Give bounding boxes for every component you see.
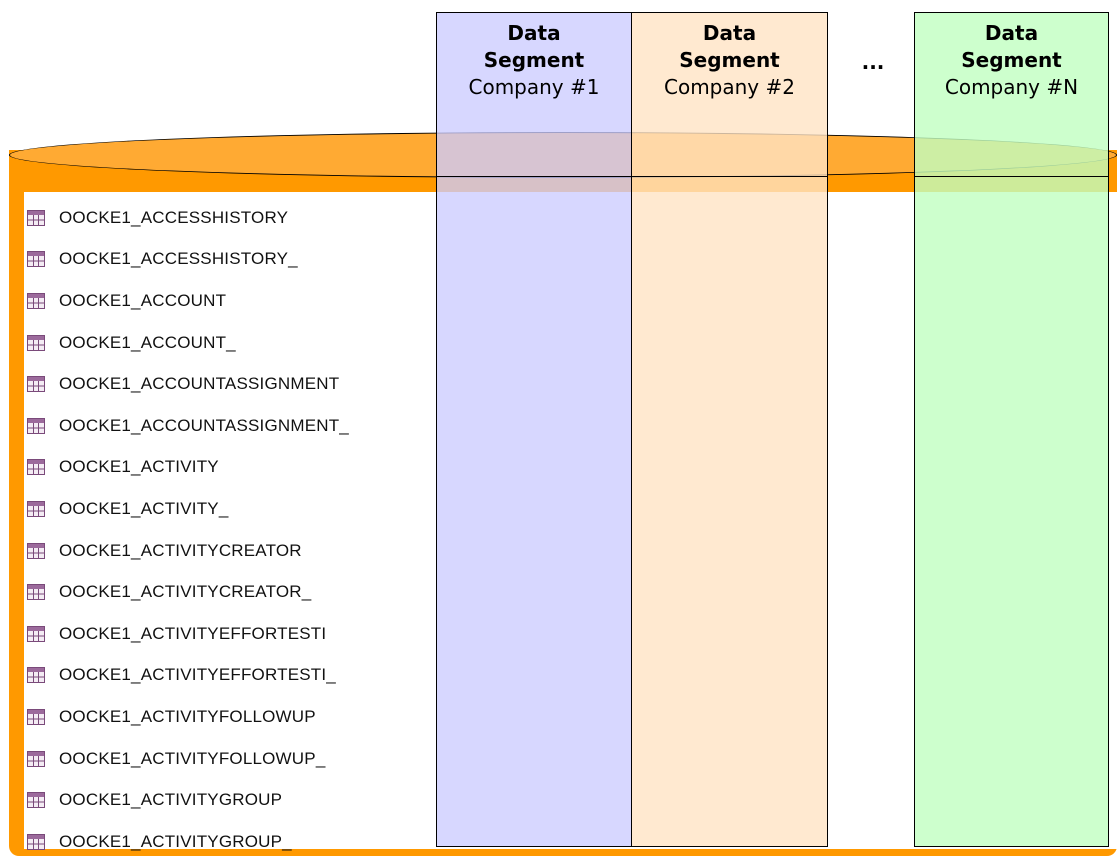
table-grid-icon bbox=[27, 334, 45, 351]
table-row: OOCKE1_ACCOUNT bbox=[27, 280, 349, 322]
table-row: OOCKE1_ACTIVITYGROUP bbox=[27, 779, 349, 821]
table-name: OOCKE1_ACCESSHISTORY_ bbox=[59, 249, 298, 269]
table-grid-icon bbox=[27, 584, 45, 601]
table-grid-icon bbox=[27, 251, 45, 268]
table-row: OOCKE1_ACTIVITYEFFORTESTI bbox=[27, 613, 349, 655]
segment-title-line2: Segment bbox=[961, 48, 1062, 72]
segment-header-1: Data Segment Company #1 bbox=[436, 20, 632, 101]
table-row: OOCKE1_ACCESSHISTORY_ bbox=[27, 239, 349, 281]
table-row: OOCKE1_ACTIVITYCREATOR_ bbox=[27, 571, 349, 613]
table-list: OOCKE1_ACCESSHISTORY OOCKE1_ACCESSHISTOR… bbox=[27, 197, 349, 863]
table-name: OOCKE1_ACTIVITY bbox=[59, 457, 219, 477]
table-name: OOCKE1_ACTIVITYEFFORTESTI bbox=[59, 623, 327, 643]
segment-title-line1: Data bbox=[702, 21, 757, 45]
table-grid-icon bbox=[27, 792, 45, 809]
table-name: OOCKE1_ACTIVITYGROUP bbox=[59, 790, 283, 810]
table-grid-icon bbox=[27, 833, 45, 850]
ellipsis-separator: ... bbox=[861, 50, 885, 74]
segment-title-line2: Segment bbox=[483, 48, 585, 72]
table-row: OOCKE1_ACCESSHISTORY bbox=[27, 197, 349, 239]
data-segment-company-n bbox=[914, 12, 1109, 847]
table-name: OOCKE1_ACCESSHISTORY bbox=[59, 207, 289, 227]
band-divider-line bbox=[436, 176, 828, 177]
data-segment-company-2 bbox=[631, 12, 828, 847]
segment-company: Company #2 bbox=[664, 75, 795, 99]
table-name: OOCKE1_ACTIVITYGROUP_ bbox=[59, 831, 292, 851]
table-row: OOCKE1_ACTIVITY_ bbox=[27, 488, 349, 530]
data-segment-company-1 bbox=[436, 12, 632, 847]
segment-title-line1: Data bbox=[984, 21, 1039, 45]
table-grid-icon bbox=[27, 667, 45, 684]
table-grid-icon bbox=[27, 376, 45, 393]
table-name: OOCKE1_ACCOUNT bbox=[59, 290, 227, 310]
table-name: OOCKE1_ACTIVITYCREATOR bbox=[59, 540, 302, 560]
table-name: OOCKE1_ACTIVITYFOLLOWUP bbox=[59, 706, 316, 726]
table-grid-icon bbox=[27, 459, 45, 476]
table-row: OOCKE1_ACCOUNTASSIGNMENT_ bbox=[27, 405, 349, 447]
segment-header-n: Data Segment Company #N bbox=[914, 20, 1109, 101]
segment-title-line2: Segment bbox=[679, 48, 780, 72]
table-row: OOCKE1_ACCOUNT_ bbox=[27, 322, 349, 364]
table-grid-icon bbox=[27, 417, 45, 434]
table-row: OOCKE1_ACCOUNTASSIGNMENT bbox=[27, 363, 349, 405]
table-grid-icon bbox=[27, 708, 45, 725]
table-name: OOCKE1_ACTIVITYCREATOR_ bbox=[59, 582, 312, 602]
table-name: OOCKE1_ACCOUNTASSIGNMENT bbox=[59, 374, 340, 394]
table-grid-icon bbox=[27, 625, 45, 642]
band-divider-line bbox=[914, 176, 1109, 177]
segment-company: Company #N bbox=[944, 75, 1079, 99]
segment-header-2: Data Segment Company #2 bbox=[631, 20, 828, 101]
table-name: OOCKE1_ACCOUNT_ bbox=[59, 332, 236, 352]
table-name: OOCKE1_ACTIVITY_ bbox=[59, 498, 229, 518]
table-row: OOCKE1_ACTIVITYEFFORTESTI_ bbox=[27, 655, 349, 697]
table-grid-icon bbox=[27, 500, 45, 517]
table-row: OOCKE1_ACTIVITY bbox=[27, 447, 349, 489]
segment-company: Company #1 bbox=[468, 75, 600, 99]
table-row: OOCKE1_ACTIVITYGROUP_ bbox=[27, 821, 349, 863]
table-row: OOCKE1_ACTIVITYCREATOR bbox=[27, 530, 349, 572]
segment-title-line1: Data bbox=[507, 21, 561, 45]
table-name: OOCKE1_ACCOUNTASSIGNMENT_ bbox=[59, 415, 349, 435]
table-name: OOCKE1_ACTIVITYEFFORTESTI_ bbox=[59, 665, 336, 685]
table-grid-icon bbox=[27, 750, 45, 767]
table-row: OOCKE1_ACTIVITYFOLLOWUP_ bbox=[27, 738, 349, 780]
table-name: OOCKE1_ACTIVITYFOLLOWUP_ bbox=[59, 748, 326, 768]
table-grid-icon bbox=[27, 292, 45, 309]
table-row: OOCKE1_ACTIVITYFOLLOWUP bbox=[27, 696, 349, 738]
table-grid-icon bbox=[27, 209, 45, 226]
table-grid-icon bbox=[27, 542, 45, 559]
